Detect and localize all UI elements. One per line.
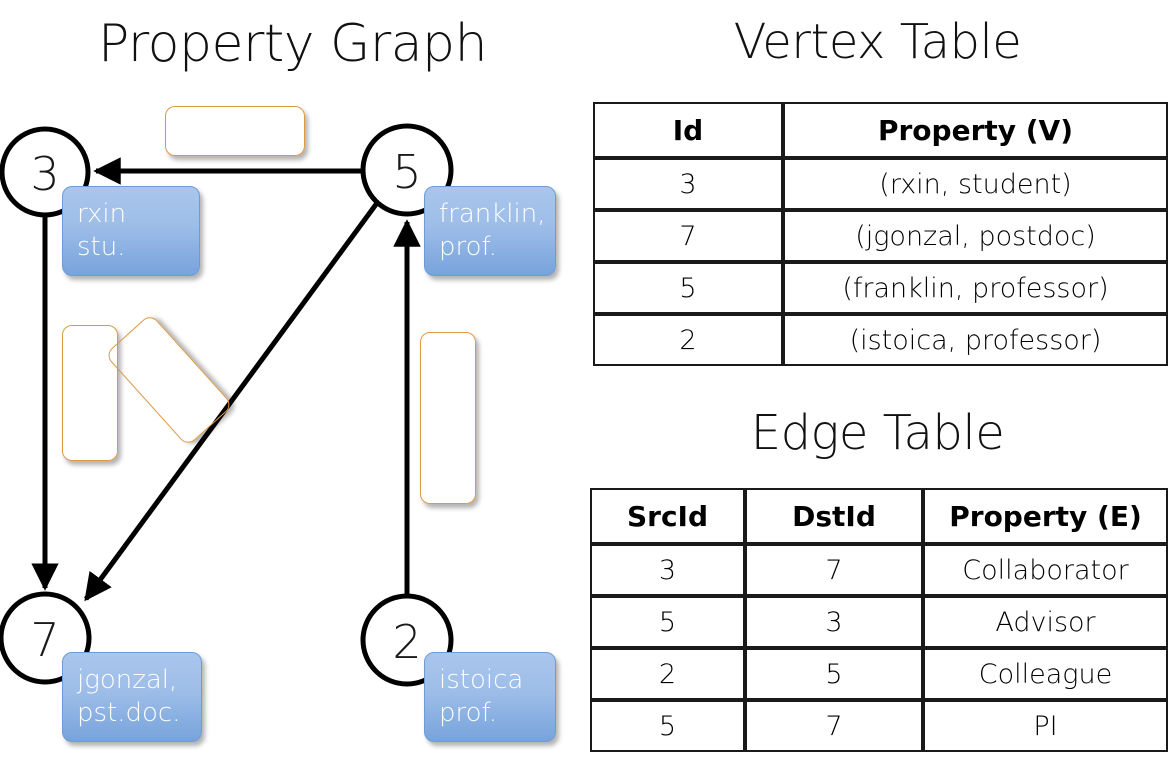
node-label-3: 3 <box>30 147 59 201</box>
table-row[interactable]: 5 7 PI <box>590 700 1168 752</box>
edge-cell-srcid: 2 <box>590 648 745 700</box>
vertex-property-chip-franklin: franklin, prof. <box>424 186 556 276</box>
page-title-vertex-table: Vertex Table <box>733 14 1022 70</box>
table-header-row: SrcId DstId Property (E) <box>590 488 1168 544</box>
node-label-5: 5 <box>392 145 421 199</box>
page-title-edge-table: Edge Table <box>750 405 1005 461</box>
edge-cell-srcid: 5 <box>590 700 745 752</box>
node-label-2: 2 <box>392 615 421 669</box>
edge-cell-dstid: 3 <box>745 596 923 648</box>
edge-col-header-srcid: SrcId <box>590 488 745 544</box>
edge-cell-property: Colleague <box>923 648 1168 700</box>
edge-line-5-to-7 <box>83 201 380 602</box>
table-row[interactable]: 3 7 Collaborator <box>590 544 1168 596</box>
table-row[interactable]: 2 (istoica, professor) <box>593 314 1168 366</box>
vertex-property-chip-jgonzal: jgonzal, pst.doc. <box>62 652 202 742</box>
edge-cell-srcid: 5 <box>590 596 745 648</box>
edge-col-header-property: Property (E) <box>923 488 1168 544</box>
vertex-col-header-property: Property (V) <box>783 102 1168 158</box>
edge-cell-property: PI <box>923 700 1168 752</box>
table-header-row: Id Property (V) <box>593 102 1168 158</box>
vertex-col-header-id: Id <box>593 102 783 158</box>
vertex-property-chip-istoica: istoica prof. <box>424 652 556 742</box>
table-row[interactable]: 3 (rxin, student) <box>593 158 1168 210</box>
page-title-property-graph: Property Graph <box>97 14 488 74</box>
vertex-cell-id: 3 <box>593 158 783 210</box>
edge-cell-dstid: 7 <box>745 700 923 752</box>
vertex-property-chip-rxin: rxin stu. <box>62 186 200 276</box>
edge-cell-dstid: 5 <box>745 648 923 700</box>
edge-col-header-dstid: DstId <box>745 488 923 544</box>
vertex-cell-property: (rxin, student) <box>783 158 1168 210</box>
table-row[interactable]: 2 5 Colleague <box>590 648 1168 700</box>
edge-cell-srcid: 3 <box>590 544 745 596</box>
edge-property-chip-advisor: Advisor <box>165 106 305 156</box>
table-row[interactable]: 7 (jgonzal, postdoc) <box>593 210 1168 262</box>
vertex-cell-id: 7 <box>593 210 783 262</box>
graph-canvas: 3 5 7 2 <box>0 123 454 687</box>
edge-property-chip-collab: Collab. <box>62 325 118 461</box>
edge-cell-property: Advisor <box>923 596 1168 648</box>
edge-cell-property: Collaborator <box>923 544 1168 596</box>
edge-table: SrcId DstId Property (E) 3 7 Collaborato… <box>590 488 1168 752</box>
edge-property-chip-colleague: Colleague <box>420 332 476 504</box>
property-graph-diagram: 3 5 7 2 rxin stu. franklin, prof. jgonza… <box>0 106 556 742</box>
vertex-cell-property: (jgonzal, postdoc) <box>783 210 1168 262</box>
vertex-cell-id: 5 <box>593 262 783 314</box>
vertex-cell-property: (istoica, professor) <box>783 314 1168 366</box>
edge-cell-dstid: 7 <box>745 544 923 596</box>
node-label-7: 7 <box>30 613 59 667</box>
vertex-table: Id Property (V) 3 (rxin, student) 7 (jgo… <box>593 102 1168 366</box>
vertex-cell-id: 2 <box>593 314 783 366</box>
vertex-cell-property: (franklin, professor) <box>783 262 1168 314</box>
table-row[interactable]: 5 3 Advisor <box>590 596 1168 648</box>
table-row[interactable]: 5 (franklin, professor) <box>593 262 1168 314</box>
